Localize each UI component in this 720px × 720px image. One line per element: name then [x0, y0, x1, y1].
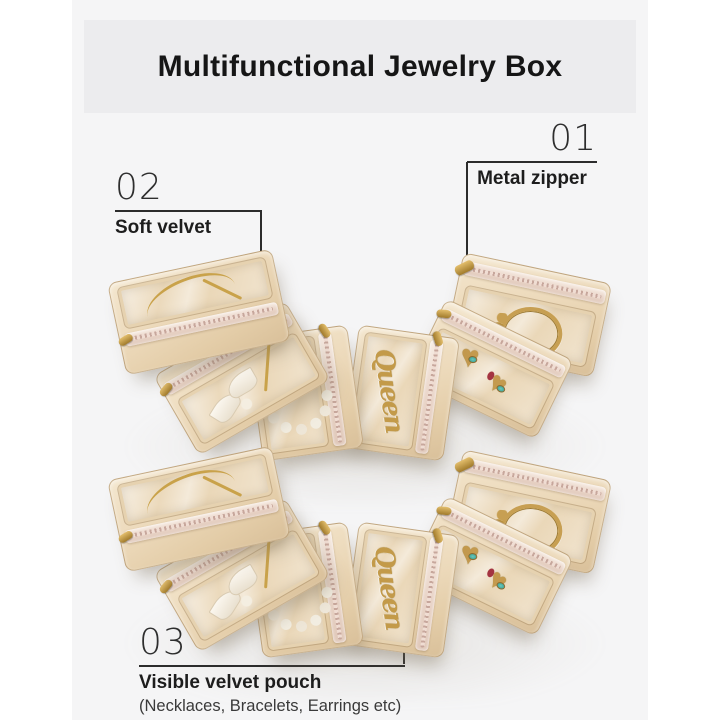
callout-label: Metal zipper — [477, 168, 587, 189]
title-banner: Multifunctional Jewelry Box — [84, 20, 636, 113]
callout-label: Visible velvet pouch — [139, 672, 322, 693]
callout-number: 01 — [549, 118, 597, 159]
turquoise-gem-icon — [495, 383, 507, 395]
callout-label: Soft velvet — [115, 217, 212, 238]
turquoise-gem-icon — [468, 355, 479, 364]
callout-underline — [467, 161, 597, 163]
callout-underline — [139, 665, 405, 667]
callout-soft-velvet: 02 Soft velvet — [115, 167, 262, 239]
callout-sublabel: (Necklaces, Bracelets, Earrings etc) — [139, 697, 402, 715]
callout-visible-pouch: 03 Visible velvet pouch (Necklaces, Brac… — [139, 622, 405, 716]
callout-number: 03 — [139, 622, 187, 663]
page-title: Multifunctional Jewelry Box — [157, 49, 563, 83]
callout-metal-zipper: 01 Metal zipper — [467, 118, 597, 190]
turquoise-gem-icon — [495, 580, 507, 592]
turquoise-gem-icon — [468, 552, 479, 561]
callout-underline — [115, 210, 262, 212]
callout-pointer-line — [466, 162, 468, 266]
callout-number: 02 — [115, 167, 163, 208]
